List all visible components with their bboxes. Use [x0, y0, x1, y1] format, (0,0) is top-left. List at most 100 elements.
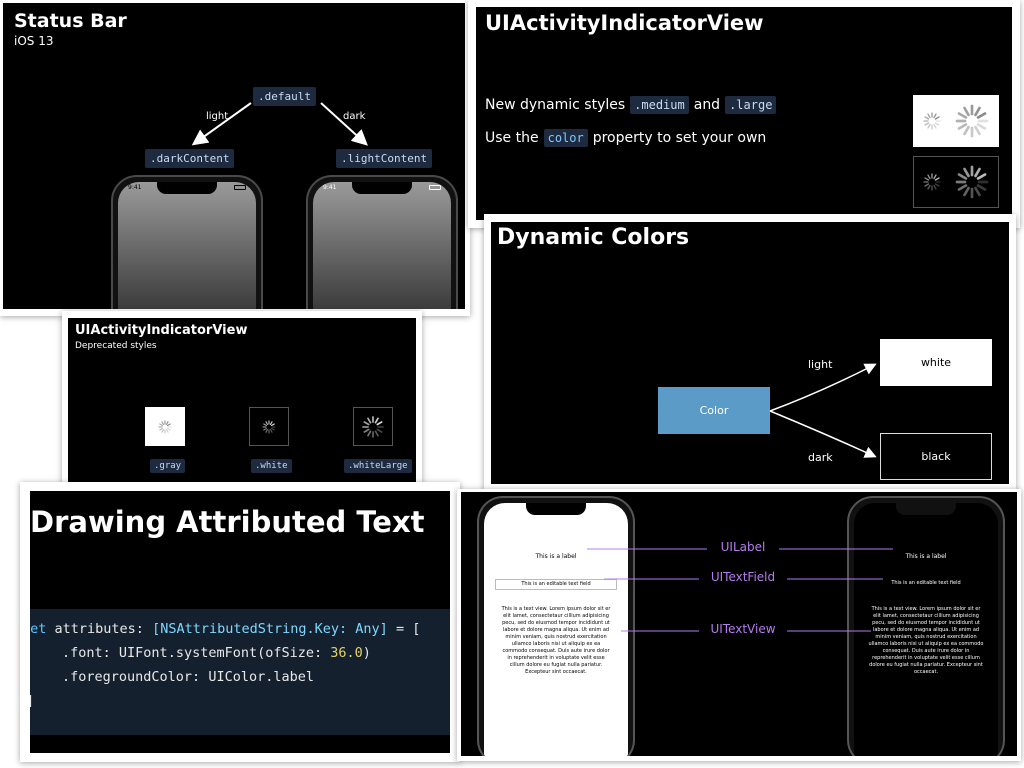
label-sample: This is a label — [905, 553, 947, 560]
phone-dark-content: 9:41 — [111, 175, 263, 309]
medium-style-tag: .medium — [630, 96, 689, 114]
phone-screen: This is a label This is an editable text… — [484, 503, 628, 756]
white-large-spinner-preview — [353, 407, 393, 446]
spinner-spoke — [974, 186, 981, 197]
light-content-tag: .lightContent — [336, 149, 433, 168]
dynamic-styles-line: New dynamic styles .medium and .large — [485, 96, 777, 114]
spinner-spoke — [363, 428, 370, 433]
slide-title: Drawing Attributed Text — [30, 505, 425, 539]
slide-subtitle: iOS 13 — [14, 34, 54, 48]
slide-subtitle: Deprecated styles — [75, 341, 157, 351]
gray-style-tag: .gray — [150, 459, 186, 473]
spinner-spoke — [934, 177, 940, 181]
white-style-tag: .white — [251, 459, 292, 473]
indicator-deprecated-slide: UIActivityIndicatorView Deprecated style… — [68, 318, 416, 486]
dark-content-tag: .darkContent — [145, 149, 235, 168]
spinner-spoke — [367, 429, 372, 436]
spinner-dark-preview — [913, 156, 999, 208]
spinner-spoke — [376, 420, 383, 425]
white-spinner-preview — [249, 407, 289, 446]
color-arrows — [769, 363, 877, 458]
status-time: 9:41 — [128, 184, 142, 191]
spinner-spoke — [165, 420, 169, 425]
uitextfield-callout: UITextField — [710, 570, 776, 584]
code-line: .foregroundColor: UIColor.label — [62, 669, 314, 685]
spinner-spoke — [976, 184, 987, 191]
spinner-spoke — [159, 422, 164, 426]
gray-spinner-preview — [145, 407, 185, 446]
spinner-spoke — [934, 183, 940, 187]
spinner-spoke — [374, 417, 379, 424]
spinner-spoke — [963, 167, 970, 178]
slide-title: Dynamic Colors — [497, 225, 690, 250]
spinner-spoke — [376, 428, 383, 433]
text-view-sample: This is a text view. Lorem ipsum dolor s… — [501, 606, 611, 675]
spinner-spoke — [270, 422, 275, 426]
spinner-large-icon — [955, 104, 989, 138]
style-arrows — [191, 102, 368, 146]
spinner-spoke — [374, 429, 379, 436]
status-battery-icon — [429, 185, 441, 190]
spinner-spoke — [957, 184, 968, 191]
spinner-spoke — [159, 427, 164, 431]
spinner-spoke — [269, 420, 273, 425]
spinner-spoke — [974, 106, 981, 117]
spinner-spoke — [927, 113, 931, 119]
spinner-spoke — [924, 122, 930, 126]
spinner-spoke — [263, 422, 268, 426]
spinner-spoke — [976, 112, 987, 119]
spinner-spoke — [963, 125, 970, 136]
spinner-spoke — [963, 186, 970, 197]
spinner-spoke — [933, 113, 937, 119]
spinner-spoke — [933, 174, 937, 180]
attributed-text-slide: Drawing Attributed Text let attributes: … — [30, 491, 450, 753]
text-view-sample: This is a text view. Lorem ipsum dolor s… — [868, 606, 984, 675]
spinner-spoke — [963, 106, 970, 117]
spinner-spoke — [161, 420, 165, 425]
slide-title: UIActivityIndicatorView — [485, 11, 764, 35]
light-label: light — [206, 111, 229, 122]
spinner-spoke — [976, 123, 987, 130]
color-property-line: Use the color property to set your own — [485, 129, 767, 147]
text-field-sample: This is an editable text field — [495, 579, 617, 590]
spinner-spoke — [165, 428, 169, 433]
spinner-spoke — [367, 417, 372, 424]
code-block: let attributes: [NSAttributedString.Key:… — [30, 609, 450, 735]
spinner-spoke — [265, 420, 269, 425]
spinner-spoke — [957, 112, 968, 119]
black-target-box: black — [880, 433, 992, 480]
phone-screen: This is a label This is an editable text… — [854, 503, 998, 756]
indicator-new-card: UIActivityIndicatorView New dynamic styl… — [468, 0, 1020, 228]
slide-title: UIActivityIndicatorView — [75, 323, 248, 338]
color-source-box: Color — [658, 387, 770, 434]
dark-label: dark — [343, 111, 366, 122]
spinner-spoke — [166, 422, 171, 426]
spinner-spoke — [924, 183, 930, 187]
text-views-slide: This is a label This is an editable text… — [461, 492, 1017, 756]
color-property-tag: color — [543, 129, 588, 147]
callout-lines — [587, 548, 893, 632]
text-field-sample: This is an editable text field — [891, 580, 961, 586]
slide-title: Status Bar — [14, 10, 127, 32]
spinner-spoke — [927, 184, 931, 190]
label-sample: This is a label — [535, 553, 577, 560]
phone-dark-mode: This is a label This is an editable text… — [847, 496, 1005, 756]
phone-screen: 9:41 — [118, 182, 256, 309]
white-target-box: white — [880, 339, 992, 386]
spinner-medium-icon — [923, 173, 941, 191]
uitextview-callout: UITextView — [710, 622, 776, 636]
code-line: ] — [30, 689, 446, 713]
spinner-spoke — [263, 427, 268, 431]
spinner-spoke — [957, 173, 968, 180]
spinner-icon — [262, 419, 276, 434]
attributed-text-card: Drawing Attributed Text let attributes: … — [20, 482, 460, 762]
spinner-spoke — [166, 427, 171, 431]
spinner-spoke — [927, 123, 931, 129]
spinner-spoke — [933, 184, 937, 190]
spinner-large-icon — [955, 165, 989, 199]
phone-screen: 9:41 — [313, 182, 451, 309]
dynamic-colors-slide: Dynamic Colors Color light dark white bl… — [491, 222, 1009, 484]
code-line: let attributes: [NSAttributedString.Key:… — [30, 621, 421, 637]
dynamic-colors-card: Dynamic Colors Color light dark white bl… — [484, 214, 1016, 492]
spinner-icon — [158, 419, 172, 434]
